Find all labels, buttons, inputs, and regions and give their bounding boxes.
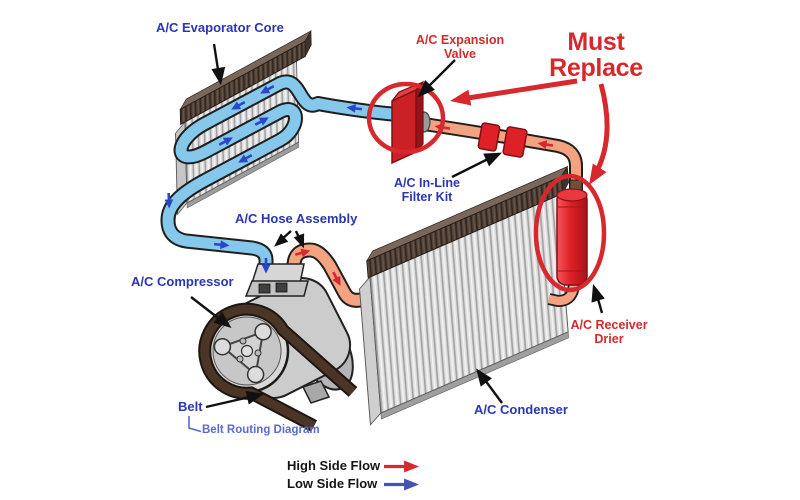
hose-assembly-pointer-arrow-right	[294, 230, 308, 249]
low-side-legend-arrow	[384, 478, 419, 491]
must-replace-label: Must Replace	[549, 29, 643, 82]
condenser-label: A/C Condenser	[474, 402, 568, 417]
belt-routing-connector-line	[188, 416, 202, 433]
inline-filter-pointer-arrow	[451, 148, 503, 179]
inline-filter-label-line1: A/C In-Line	[394, 176, 460, 190]
legend-low-side-label: Low Side Flow	[287, 476, 378, 491]
label-pointer-arrows	[190, 43, 604, 409]
evaporator-pointer-arrow	[212, 43, 227, 85]
receiver-drier-label-line1: A/C Receiver	[570, 318, 648, 332]
belt-pointer-arrow	[205, 388, 264, 409]
must-replace-label-line1: Must	[567, 28, 625, 56]
hose-assembly-pointer-arrow-left	[272, 230, 292, 250]
compressor-label: A/C Compressor	[131, 274, 234, 289]
inline-filter-label-line2: Filter Kit	[401, 190, 453, 205]
expansion-valve-pointer-arrow	[415, 59, 456, 100]
condenser-pointer-arrow	[472, 366, 503, 404]
receiver-drier-label: A/C Receiver Drier	[570, 318, 647, 347]
inline-filter-label: A/C In-Line Filter Kit	[394, 176, 460, 205]
must-replace-arrows	[448, 78, 610, 190]
hose-assembly-label: A/C Hose Assembly	[235, 211, 358, 226]
receiver-drier-label-line2: Drier	[594, 332, 624, 347]
inline-filter-graphic	[477, 122, 528, 158]
high-side-tube-drier-to-valve	[422, 117, 583, 194]
must-replace-arrow-to-valve	[448, 78, 578, 109]
belt-graphic	[198, 302, 358, 432]
legend-high-side-label: High Side Flow	[287, 458, 381, 473]
expansion-valve-label-line2: Valve	[444, 47, 476, 62]
expansion-valve-label: A/C Expansion Valve	[416, 33, 504, 62]
high-side-legend-arrow	[384, 460, 419, 473]
belt-label: Belt	[178, 399, 203, 414]
expansion-valve-highlight-circle	[366, 81, 446, 155]
must-replace-label-line2: Replace	[549, 54, 643, 83]
belt-routing-diagram-link[interactable]: Belt Routing Diagram	[202, 424, 320, 436]
expansion-valve-graphic	[391, 80, 431, 165]
condenser-graphic	[359, 165, 569, 426]
low-side-tube	[160, 74, 393, 281]
must-replace-arrow-to-drier	[582, 83, 610, 190]
evaporator-core-label: A/C Evaporator Core	[156, 20, 284, 35]
receiver-drier-pointer-arrow	[587, 284, 604, 314]
receiver-drier-graphic	[556, 179, 588, 286]
expansion-valve-label-line1: A/C Expansion	[415, 33, 505, 47]
compressor-pointer-arrow	[190, 296, 234, 332]
receiver-drier-highlight-circle	[533, 173, 607, 293]
